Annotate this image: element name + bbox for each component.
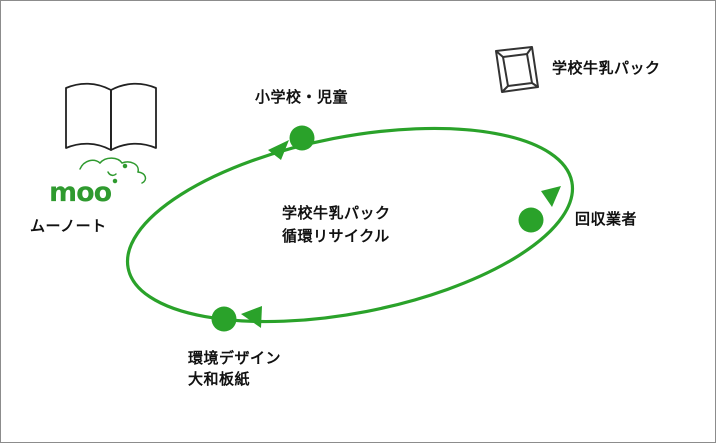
node-school [289, 125, 315, 151]
label-center-line1: 学校牛乳パック [282, 204, 391, 222]
label-center-line2: 循環リサイクル [282, 227, 390, 245]
label-school: 小学校・児童 [255, 88, 349, 106]
node-paper-maker [211, 306, 237, 332]
label-paper-maker-line2: 大和板紙 [188, 370, 251, 388]
cow-icon [79, 157, 147, 184]
open-book-icon [65, 82, 157, 151]
node-collector [518, 207, 544, 233]
arrowhead-collector-to-maker [541, 186, 561, 207]
label-milk-pack: 学校牛乳パック [552, 59, 661, 77]
label-notebook: ムーノート [30, 217, 107, 235]
label-paper-maker-line1: 環境デザイン [188, 349, 282, 367]
milk-carton-icon [495, 46, 539, 93]
cycle-loop [125, 126, 575, 324]
arrowhead-school-to-collector [268, 140, 289, 160]
label-collector: 回収業者 [575, 210, 638, 228]
arrowhead-maker-to-school [241, 306, 262, 328]
moo-logo: moo [49, 177, 112, 208]
